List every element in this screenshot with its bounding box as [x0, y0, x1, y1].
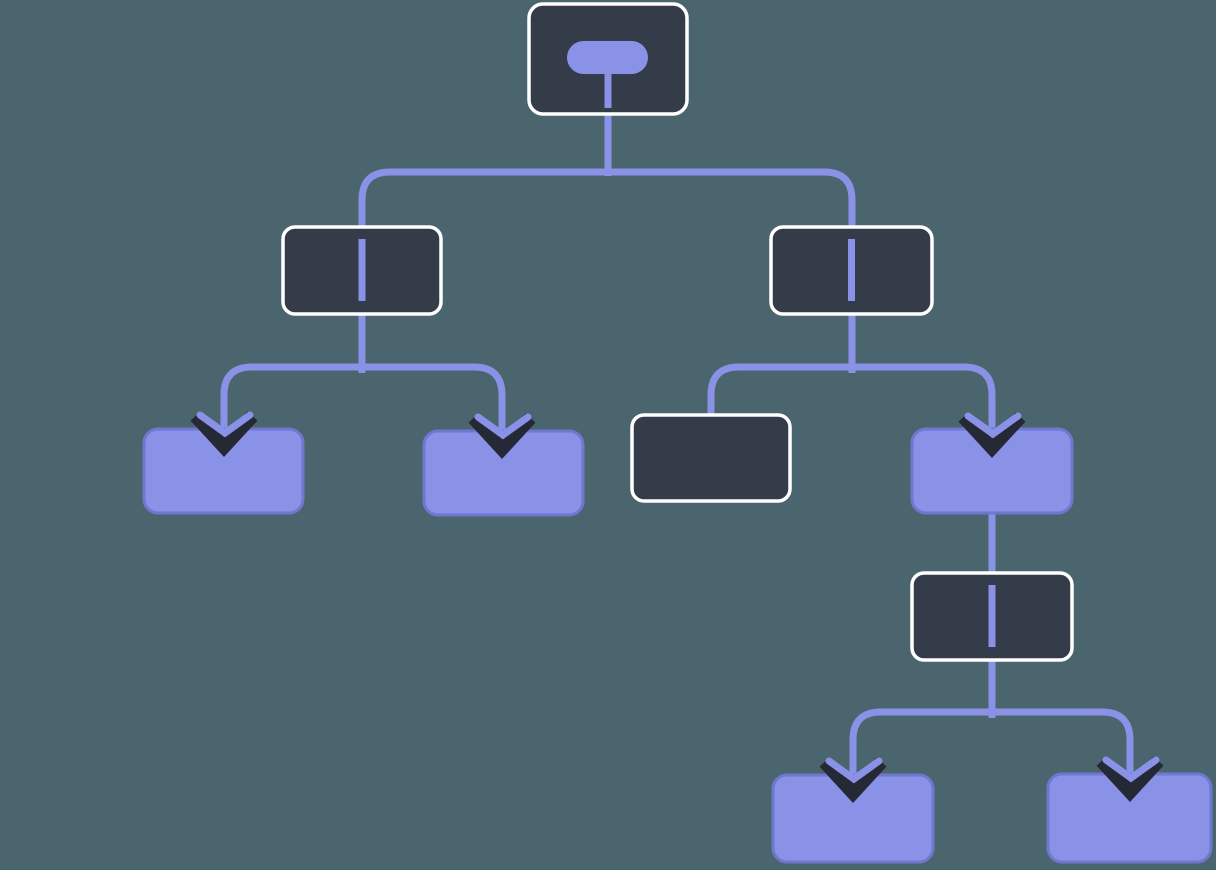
arrow-leaf-3-down-arrow-icon [964, 412, 1022, 439]
arrow-leaf-1-down-arrow-icon [196, 411, 254, 438]
arrow-leaf-5-down-arrow-icon [1102, 756, 1160, 783]
arrow-leaf-5-dark-chevron-icon [1096, 756, 1164, 802]
connector-right-to-leaf3 [852, 363, 996, 432]
node-node-empty [630, 413, 792, 503]
connector-right-to-empty [707, 363, 852, 425]
connector-root-to-right [608, 168, 856, 232]
connector-bottom-to-leaf5 [992, 708, 1134, 776]
arrow-leaf-4-down-arrow-icon [825, 757, 883, 784]
arrow-leaf-2-dark-chevron-icon [468, 413, 536, 459]
arrow-leaf-3-dark-chevron-icon [958, 412, 1026, 458]
connector-left-to-leaf2 [362, 363, 506, 433]
connector-root-to-left [358, 168, 608, 232]
connector-left-to-leaf1 [220, 363, 362, 431]
arrow-leaf-2-down-arrow-icon [474, 413, 532, 440]
arrow-leaf-4-dark-chevron-icon [819, 757, 887, 803]
node-root-pill [567, 41, 648, 74]
connector-bottom-to-leaf4 [849, 708, 992, 777]
arrow-leaf-1-dark-chevron-icon [190, 411, 258, 457]
